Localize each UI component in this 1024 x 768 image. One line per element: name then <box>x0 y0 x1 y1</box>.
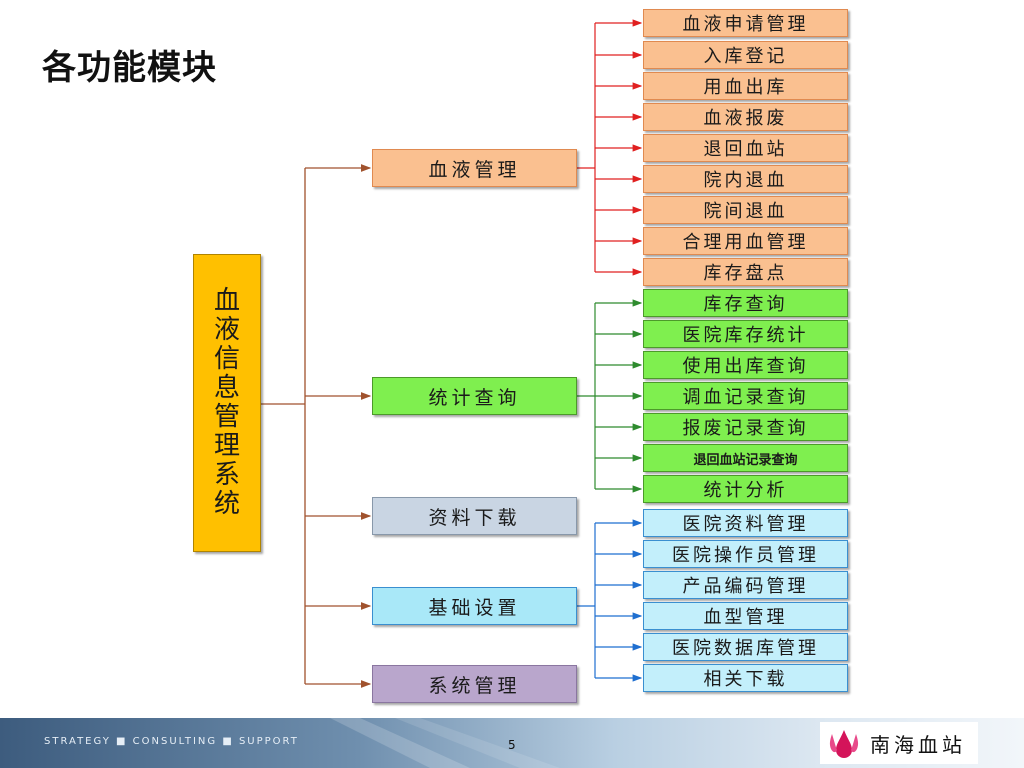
module-statistics-query: 统计查询 <box>372 377 577 415</box>
module-data-download: 资料下载 <box>372 497 577 535</box>
leaf-node: 统计分析 <box>643 475 848 503</box>
leaf-node: 医院操作员管理 <box>643 540 848 568</box>
root-connectors <box>261 164 372 688</box>
leaf-node: 库存盘点 <box>643 258 848 286</box>
page-number: 5 <box>508 738 516 752</box>
module-basic-settings: 基础设置 <box>372 587 577 625</box>
blood-connectors <box>577 19 643 276</box>
module-blood-management: 血液管理 <box>372 149 577 187</box>
connector-lines <box>261 19 643 688</box>
leaf-node: 医院资料管理 <box>643 509 848 537</box>
basic-connectors <box>577 519 643 682</box>
root-label: 血液信息管理系统 <box>213 286 240 519</box>
footer-tagline: STRATEGY ■ CONSULTING ■ SUPPORT <box>44 736 299 747</box>
leaf-node: 合理用血管理 <box>643 227 848 255</box>
leaf-node: 医院数据库管理 <box>643 633 848 661</box>
leaf-node: 院间退血 <box>643 196 848 224</box>
leaf-node: 血液报废 <box>643 103 848 131</box>
leaf-node: 调血记录查询 <box>643 382 848 410</box>
footer-decoration <box>330 718 560 768</box>
leaf-node: 院内退血 <box>643 165 848 193</box>
leaf-node: 退回血站 <box>643 134 848 162</box>
page-title: 各功能模块 <box>42 48 217 88</box>
leaf-node: 血型管理 <box>643 602 848 630</box>
root-node: 血液信息管理系统 <box>193 254 261 552</box>
leaf-node: 使用出库查询 <box>643 351 848 379</box>
module-system-management: 系统管理 <box>372 665 577 703</box>
leaf-node: 库存查询 <box>643 289 848 317</box>
blood-station-logo: 南海血站 <box>820 722 978 764</box>
blood-drop-logo-icon <box>829 730 859 758</box>
leaf-node: 血液申请管理 <box>643 9 848 37</box>
leaf-node: 产品编码管理 <box>643 571 848 599</box>
leaf-node: 医院库存统计 <box>643 320 848 348</box>
leaf-node: 退回血站记录查询 <box>643 444 848 472</box>
leaf-node: 报废记录查询 <box>643 413 848 441</box>
leaf-node: 入库登记 <box>643 41 848 69</box>
leaf-node: 用血出库 <box>643 72 848 100</box>
leaf-node: 相关下载 <box>643 664 848 692</box>
stats-connectors <box>577 299 643 493</box>
logo-text: 南海血站 <box>870 732 966 757</box>
